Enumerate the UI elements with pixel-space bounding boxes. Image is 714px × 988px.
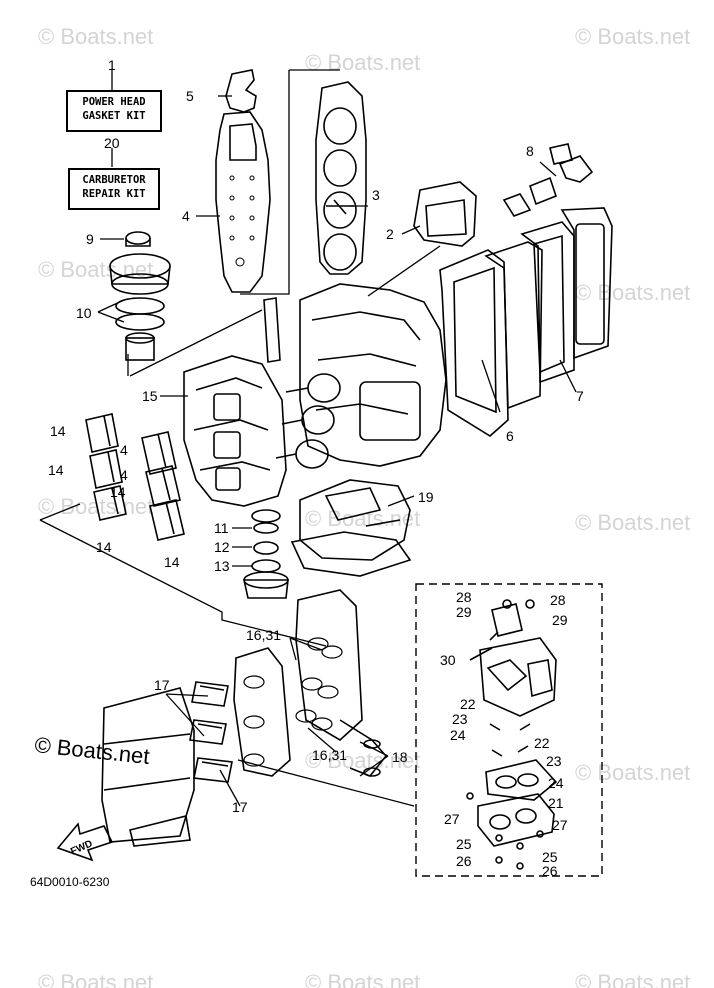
callout-11: 11 [214,520,229,536]
callout-14: 14 [50,423,66,439]
watermark-main: © Boats.net [33,732,150,769]
kit-label-line: POWER HEAD [82,96,146,108]
callout-29: 29 [552,612,568,628]
callout-12: 12 [214,539,230,555]
callout-27: 27 [444,811,460,827]
callout-21: 21 [548,795,564,811]
callout-19: 19 [418,489,434,505]
callout-23: 23 [546,753,562,769]
callout-24: 24 [548,775,564,791]
callout-23: 23 [452,711,468,727]
watermark: © Boats.net [575,280,690,305]
callout-27: 27 [552,817,568,833]
kit-label-line: GASKET KIT [82,110,146,122]
watermark: © Boats.net [575,24,690,49]
callout-8: 8 [526,143,534,159]
callout-3: 3 [372,187,380,203]
callout-20: 20 [104,135,120,151]
callout-4: 4 [120,442,128,458]
callout-10: 10 [76,305,92,321]
callout-14: 14 [164,554,180,570]
watermark: © Boats.net [305,506,420,531]
power-head-gasket-kit-label: POWER HEAD GASKET KIT [66,90,162,132]
callout-16-31: 16,31 [246,627,281,643]
callout-22: 22 [460,696,476,712]
watermark: © Boats.net [38,970,153,988]
callout-17: 17 [232,799,248,815]
callout-7: 7 [576,388,584,404]
watermark: © Boats.net [305,50,420,75]
fwd-arrow [56,822,114,862]
watermark-layer: © Boats.net © Boats.net © Boats.net © Bo… [38,24,690,988]
watermark: © Boats.net [38,24,153,49]
callout-14: 14 [48,462,64,478]
callout-26: 26 [456,853,472,869]
callout-28: 28 [550,592,566,608]
callout-28: 28 [456,589,472,605]
kit-label-line: REPAIR KIT [82,188,146,200]
callout-30: 30 [440,652,456,668]
callout-2: 2 [386,226,394,242]
callout-5: 5 [186,88,194,104]
watermark: © Boats.net [575,510,690,535]
callout-18: 18 [392,749,408,765]
watermark: © Boats.net [575,970,690,988]
callout-9: 9 [86,231,94,247]
callout-13: 13 [214,558,230,574]
diagram-code: 64D0010-6230 [30,875,110,889]
callout-25: 25 [456,836,472,852]
callout-15: 15 [142,388,158,404]
callout-29: 29 [456,604,472,620]
callout-14: 14 [96,539,112,555]
callout-26: 26 [542,863,558,879]
carburetor-detail-box [415,583,603,877]
callout-16-31: 16,31 [312,747,347,763]
watermark: © Boats.net [305,970,420,988]
callout-14: 14 [110,484,126,500]
callout-4: 4 [120,467,128,483]
callout-4: 4 [182,208,190,224]
callout-25: 25 [542,849,558,865]
callout-17: 17 [154,677,170,693]
callout-22: 22 [534,735,550,751]
callout-24: 24 [450,727,466,743]
watermark: © Boats.net [575,760,690,785]
watermark: © Boats.net [305,748,420,773]
callout-1: 1 [108,57,116,73]
carburetor-repair-kit-label: CARBURETOR REPAIR KIT [68,168,160,210]
kit-label-line: CARBURETOR [82,174,146,186]
callout-6: 6 [506,428,514,444]
